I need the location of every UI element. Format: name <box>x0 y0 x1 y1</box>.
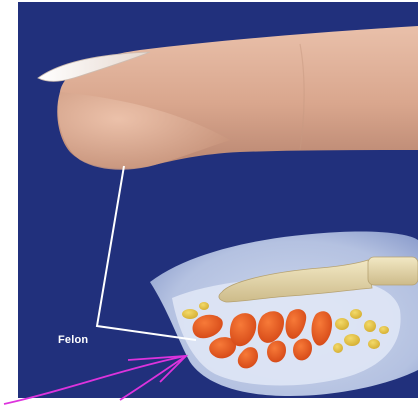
bone-joint <box>368 257 418 285</box>
felon-label: Felon <box>58 334 88 346</box>
